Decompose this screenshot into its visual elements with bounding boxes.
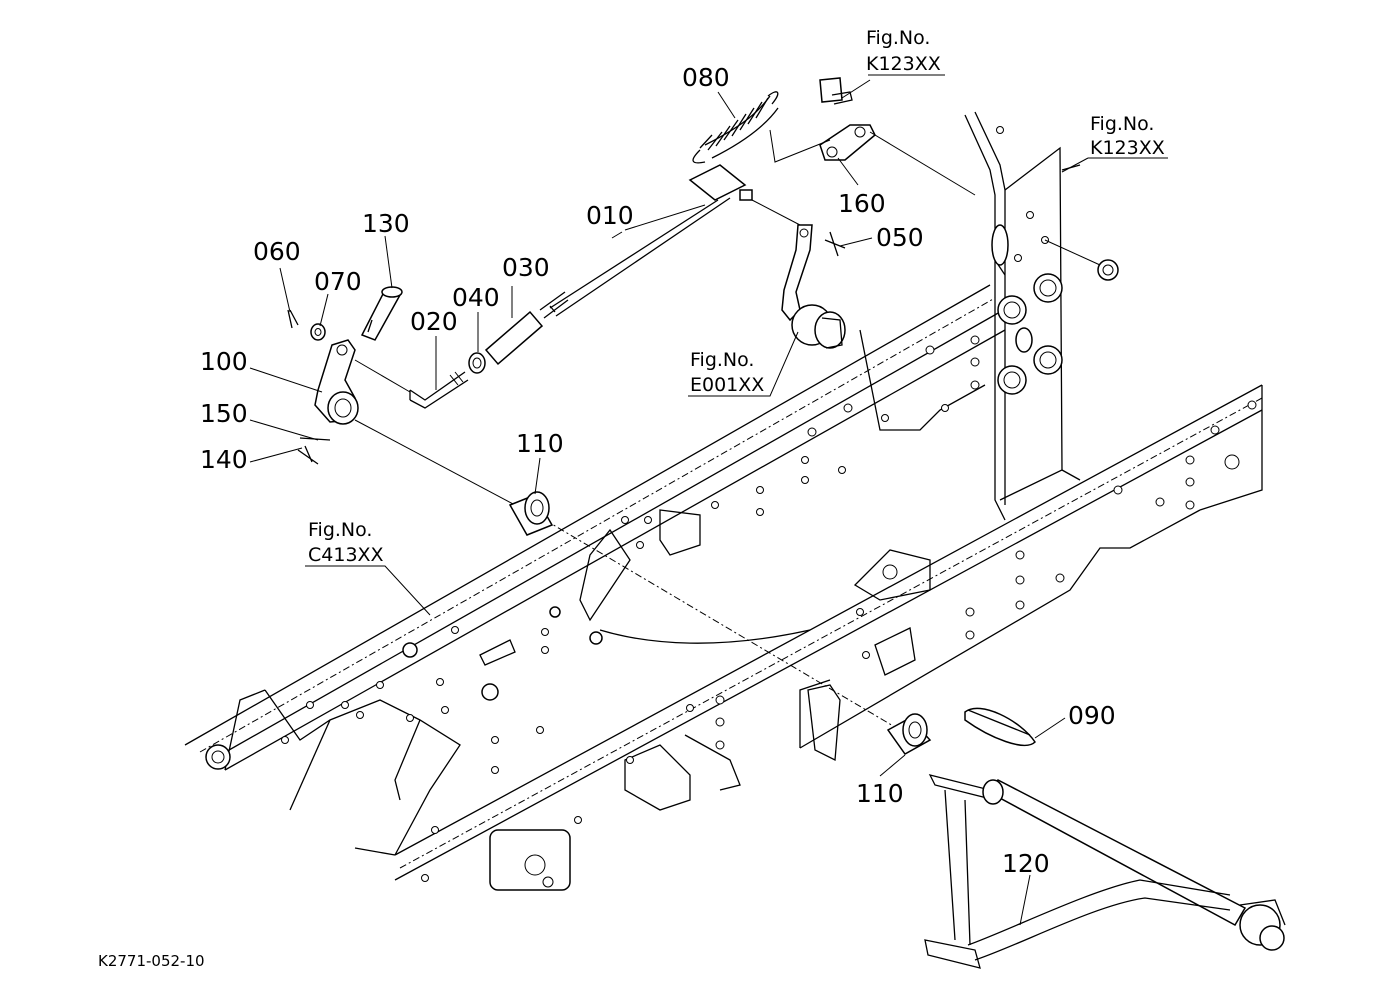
svg-text:K123XX: K123XX — [866, 53, 941, 75]
spring-080 — [692, 91, 779, 164]
callout-060: 060 — [253, 237, 301, 266]
figure-references: Fig.No. K123XX Fig.No. K123XX Fig.No. E0… — [308, 27, 1165, 566]
callout-100: 100 — [200, 347, 248, 376]
brake-rod-assembly — [287, 77, 1286, 969]
chassis-frame — [184, 284, 1263, 891]
svg-text:E001XX: E001XX — [690, 374, 764, 396]
fig-ref-middle: Fig.No. E001XX — [690, 349, 764, 396]
callout-110-top: 110 — [516, 429, 564, 458]
callout-020: 020 — [410, 307, 458, 336]
svg-text:Fig.No.: Fig.No. — [308, 519, 372, 541]
pedal-120 — [924, 774, 1286, 969]
bushing-110-bottom — [886, 713, 932, 755]
callout-110-bottom: 110 — [856, 779, 904, 808]
fig-ref-top-center: Fig.No. K123XX — [866, 27, 941, 75]
upright-panel — [964, 111, 1119, 521]
callout-labels: 080 160 010 050 130 060 070 030 040 020 … — [200, 63, 1116, 878]
callout-160: 160 — [838, 189, 886, 218]
fig-ref-top-right: Fig.No. K123XX — [1090, 113, 1165, 159]
svg-text:K123XX: K123XX — [1090, 137, 1165, 159]
leader-lines — [249, 74, 1168, 926]
svg-text:Fig.No.: Fig.No. — [690, 349, 754, 371]
fig-ref-left: Fig.No. C413XX — [308, 519, 384, 566]
callout-070: 070 — [314, 267, 362, 296]
callout-120: 120 — [1002, 849, 1050, 878]
frame-holes — [281, 335, 1257, 888]
callout-040: 040 — [452, 283, 500, 312]
callout-030: 030 — [502, 253, 550, 282]
svg-text:Fig.No.: Fig.No. — [866, 27, 930, 49]
callout-090: 090 — [1068, 701, 1116, 730]
callout-140: 140 — [200, 445, 248, 474]
svg-text:C413XX: C413XX — [308, 544, 384, 566]
callout-130: 130 — [362, 209, 410, 238]
callout-010: 010 — [586, 201, 634, 230]
callout-050: 050 — [876, 223, 924, 252]
drawing-code: K2771-052-10 — [98, 952, 205, 970]
bushing-110-top — [508, 491, 554, 536]
callout-080: 080 — [682, 63, 730, 92]
svg-text:Fig.No.: Fig.No. — [1090, 113, 1154, 135]
callout-150: 150 — [200, 399, 248, 428]
